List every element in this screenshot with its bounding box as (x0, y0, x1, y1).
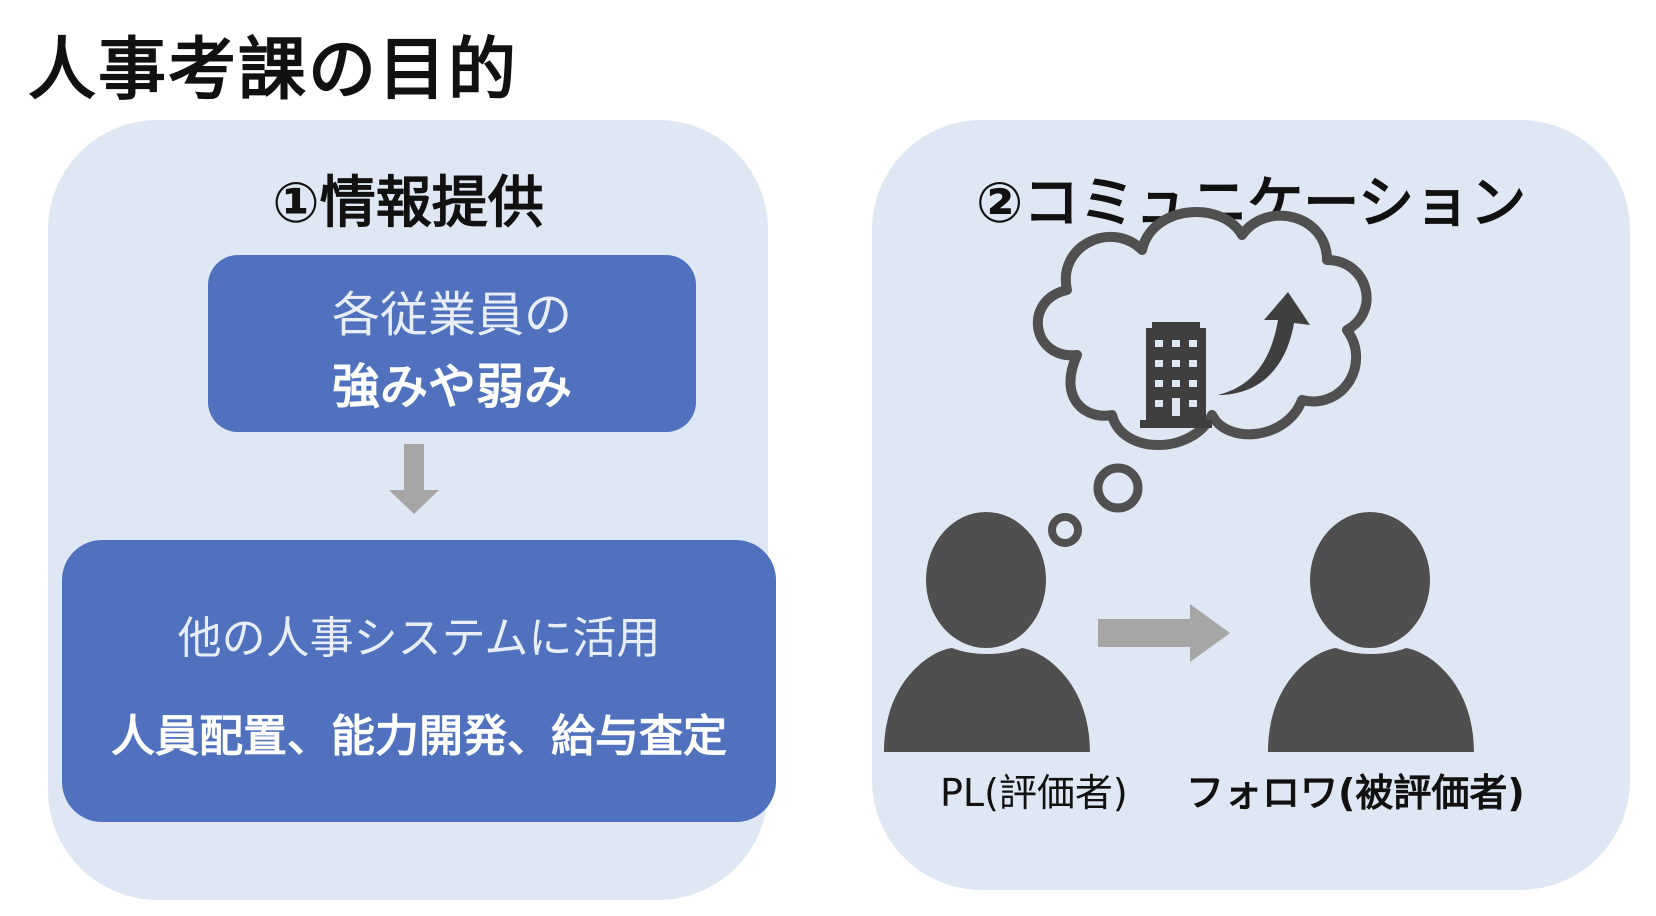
evaluator-label: PL(評価者) (940, 771, 1128, 815)
growth-arrow-icon (1218, 292, 1310, 395)
communication-illustration (884, 207, 1474, 752)
info-provision-heading: ①情報提供 (272, 171, 544, 236)
strengths-weaknesses-box: 各従業員の 強みや弱み (208, 255, 696, 432)
building-icon (1140, 322, 1212, 428)
thought-bubble-large (1093, 463, 1143, 513)
evaluatee-label: フォロワ(被評価者) (1186, 771, 1525, 815)
communication-panel: ②コミュニケーション (872, 120, 1630, 890)
hr-systems-box: 他の人事システムに活用 人員配置、能力開発、給与査定 (62, 540, 776, 822)
page-title: 人事考課の目的 (28, 31, 519, 110)
evaluatee-person-icon (1268, 512, 1474, 752)
right-arrow-icon (1098, 604, 1230, 662)
thought-bubble-small (1048, 513, 1082, 547)
evaluator-person-icon (884, 512, 1090, 752)
strengths-box-line1: 各従業員の (331, 287, 572, 343)
info-provision-panel: ①情報提供 各従業員の 強みや弱み 他の人事システムに活用 人員配置、能力開発、… (48, 120, 776, 900)
hr-systems-box-line2: 人員配置、能力開発、給与査定 (111, 711, 727, 762)
hr-systems-box-line1: 他の人事システムに活用 (177, 613, 661, 664)
strengths-box-line2: 強みや弱み (331, 359, 572, 415)
down-arrow-icon (389, 444, 439, 514)
